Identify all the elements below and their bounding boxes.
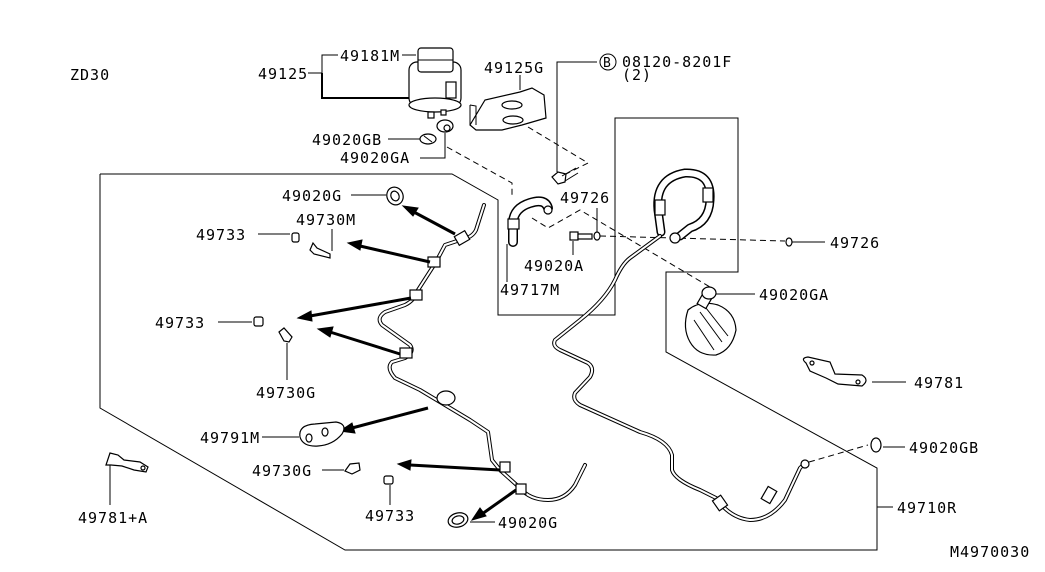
pressure-line-49710R[interactable] — [552, 234, 810, 522]
arrow-to-49020G-top — [401, 205, 456, 236]
bracket-49781[interactable] — [802, 356, 867, 387]
leader-49125 — [308, 54, 338, 74]
leader-49020GA-top — [420, 133, 446, 159]
callout-49020A: 49020A — [524, 257, 584, 275]
callout-49781A: 49781+A — [78, 509, 148, 527]
leader-49125-b — [321, 73, 409, 99]
clamp-49730G-b[interactable] — [344, 462, 361, 475]
callout-49020GB-top: 49020GB — [312, 131, 382, 149]
callout-08120-qty: (2) — [622, 66, 652, 84]
callout-08120-8201F: 08120-8201F — [622, 53, 732, 71]
callout-49726-b: 49726 — [830, 234, 880, 252]
arrow-to-49020G-bot — [470, 488, 517, 521]
callout-49730G-b: 49730G — [252, 462, 312, 480]
callout-49733-b: 49733 — [155, 314, 205, 332]
return-line[interactable] — [377, 203, 587, 502]
leader-08120 — [556, 61, 597, 172]
clip-49733-a[interactable] — [291, 232, 300, 243]
grommet-49020G-bot[interactable] — [447, 511, 470, 530]
washer-49726-b[interactable] — [785, 237, 793, 247]
eye-bolt-49020A[interactable] — [569, 231, 593, 241]
arrow-to-49730G-b — [396, 459, 501, 472]
mount-rubber-49791M[interactable] — [299, 421, 345, 447]
arrow-to-49730G-a — [316, 326, 401, 356]
clamp-49730M[interactable] — [309, 241, 331, 259]
callout-49726-a: 49726 — [560, 189, 610, 207]
clip-49733-b[interactable] — [253, 316, 264, 327]
bolt-08120-8201F[interactable] — [551, 167, 579, 185]
callout-49733-c: 49733 — [365, 507, 415, 525]
callout-49733-a: 49733 — [196, 226, 246, 244]
callout-49020GA-mid: 49020GA — [759, 286, 829, 304]
bolt-type-circle-icon — [599, 53, 617, 71]
callout-49125: 49125 — [258, 65, 308, 83]
bolt-type-letter: B — [603, 56, 612, 71]
hose-clamp-49020GA-mid[interactable] — [701, 286, 717, 300]
hose-clamp-49020GB-bot[interactable] — [870, 437, 882, 453]
arrow-to-49791M — [338, 406, 429, 434]
power-steering-pump[interactable] — [684, 290, 737, 356]
clamp-49730G-a[interactable] — [278, 327, 293, 343]
callout-49730G-a: 49730G — [256, 384, 316, 402]
pressure-hose-loop[interactable] — [653, 168, 715, 244]
dash-hose-pump — [531, 209, 711, 288]
callout-49020G-top: 49020G — [282, 187, 342, 205]
callout-49020GB-bot: 49020GB — [909, 439, 979, 457]
callout-49717M: 49717M — [500, 281, 560, 299]
dash-bolt-line — [599, 235, 786, 242]
hose-clamp-49020GA-top[interactable] — [436, 119, 454, 133]
callout-49710R: 49710R — [897, 499, 957, 517]
hose-clamp-49020GB-top[interactable] — [419, 133, 437, 145]
grommet-49020G-top[interactable] — [384, 184, 406, 207]
callout-49181M: 49181M — [340, 47, 400, 65]
callout-49125G: 49125G — [484, 59, 544, 77]
dash-reservoir-hose — [446, 146, 513, 198]
dash-line-gb — [808, 444, 869, 463]
arrow-to-49733-b — [296, 296, 412, 322]
washer-49726-a[interactable] — [593, 231, 601, 241]
assembly-outline — [99, 117, 878, 551]
reservoir-bracket[interactable] — [469, 87, 547, 131]
bracket-49781A[interactable] — [105, 452, 149, 473]
callout-49020G-bot: 49020G — [498, 514, 558, 532]
suction-hose-49717M[interactable] — [507, 196, 553, 247]
clip-49733-c[interactable] — [383, 475, 394, 485]
callout-49730M: 49730M — [296, 211, 356, 229]
callout-49791M: 49791M — [200, 429, 260, 447]
arrow-to-49730M — [346, 239, 431, 264]
engine-code-label: ZD30 — [70, 66, 110, 84]
figure-id-label: M4970030 — [950, 543, 1030, 561]
dash-bracket-bolt — [527, 126, 590, 178]
reservoir-tank[interactable] — [408, 47, 462, 119]
callout-49781: 49781 — [914, 374, 964, 392]
callout-49020GA-top: 49020GA — [340, 149, 410, 167]
